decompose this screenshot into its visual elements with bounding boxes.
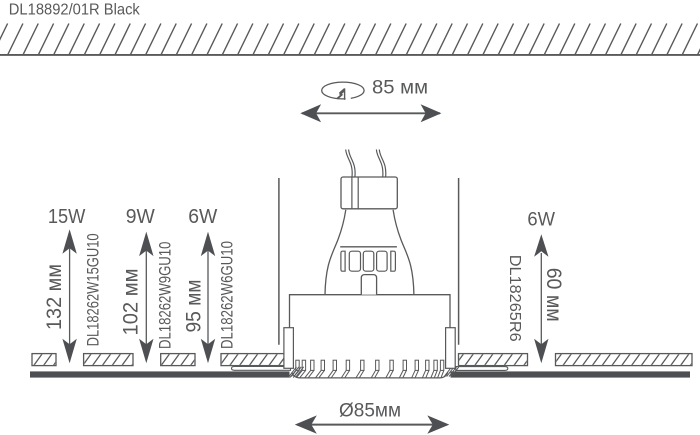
svg-text:DL18262W6GU10: DL18262W6GU10 (218, 241, 237, 349)
svg-text:132 мм: 132 мм (43, 264, 66, 330)
svg-text:Ø85мм: Ø85мм (339, 401, 401, 422)
svg-text:DL18265R6: DL18265R6 (506, 255, 523, 342)
svg-text:102 мм: 102 мм (120, 269, 143, 336)
svg-text:85 мм: 85 мм (372, 78, 428, 99)
svg-text:6W: 6W (188, 206, 217, 228)
svg-text:DL18892/01R Black: DL18892/01R Black (9, 1, 141, 18)
svg-text:DL18262W9GU10: DL18262W9GU10 (156, 242, 175, 350)
svg-text:6W: 6W (527, 209, 555, 230)
svg-text:60 мм: 60 мм (542, 268, 565, 322)
svg-text:95 мм: 95 мм (183, 280, 206, 333)
svg-text:15W: 15W (48, 206, 86, 228)
svg-text:9W: 9W (126, 206, 155, 228)
svg-text:DL18262W15GU10: DL18262W15GU10 (84, 233, 103, 346)
